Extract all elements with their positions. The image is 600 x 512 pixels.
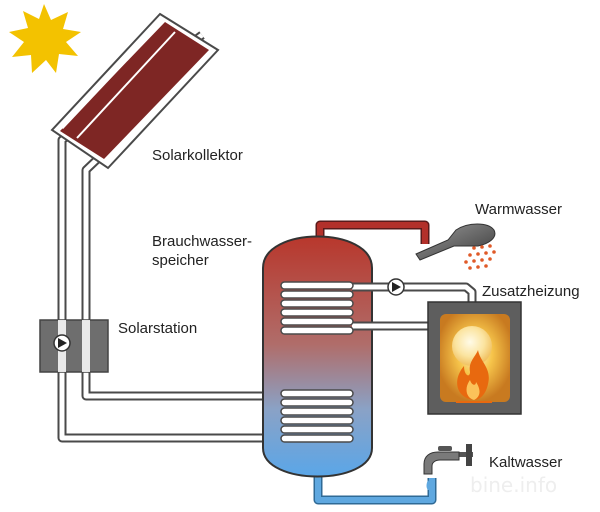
label-storage-line1: Brauchwasser- (152, 233, 252, 250)
pump-icon (53, 334, 71, 352)
label-hot-water: Warmwasser (475, 201, 562, 218)
cold-water-pipe (313, 462, 437, 505)
label-storage-line2: speicher (152, 252, 209, 269)
solar-collector (50, 12, 220, 170)
sun-icon (9, 4, 81, 73)
pump-icon (387, 278, 405, 296)
water-tap-icon (423, 444, 473, 490)
watermark: bine.info (470, 473, 557, 497)
water-spray (464, 244, 496, 270)
label-aux-heating: Zusatzheizung (482, 283, 580, 300)
flame-icon (456, 350, 492, 403)
lower-heat-exchanger-coil (280, 389, 354, 443)
solar-station (39, 319, 109, 373)
aux-heating-piping (352, 282, 477, 331)
label-cold-water: Kaltwasser (489, 454, 562, 471)
label-solar-collector: Solarkollektor (152, 147, 243, 164)
shower-head-icon (415, 223, 496, 261)
label-solar-station: Solarstation (118, 320, 197, 337)
upper-heat-exchanger-coil (280, 281, 354, 335)
